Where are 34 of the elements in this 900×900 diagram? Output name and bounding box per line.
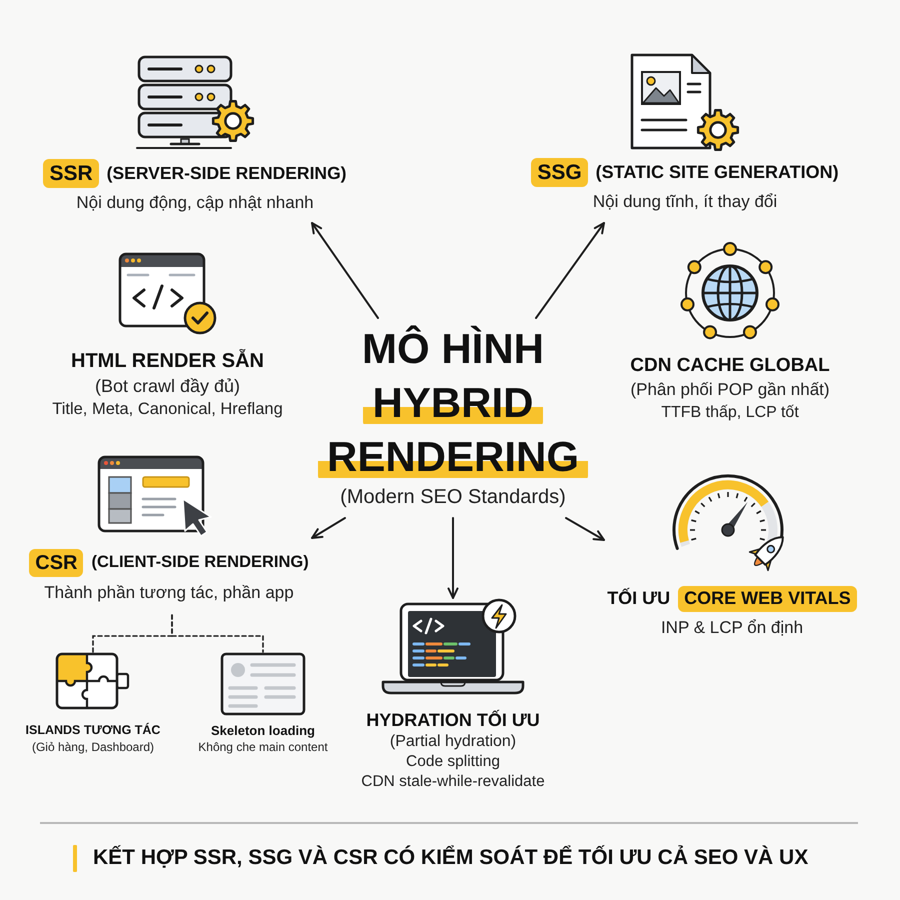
arrow (565, 517, 605, 541)
description-text: (Phân phối POP gần nhất) (630, 379, 830, 401)
description-text: Không che main content (198, 739, 328, 756)
highlight-badge: CORE WEB VITALS (678, 586, 857, 612)
description-text: (Bot crawl đầy đủ) (94, 375, 240, 398)
arrow (535, 222, 605, 319)
heading-text: CDN CACHE GLOBAL (630, 354, 830, 378)
arrow (311, 517, 346, 539)
dashed-connector (171, 614, 264, 653)
caption-text: KẾT HỢP SSR, SSG VÀ CSR CÓ KIỂM SOÁT ĐỂ TỐI ƯU CẢ SEO VÀ UX (93, 844, 808, 871)
description-text: Nội dung động, cập nhật nhanh (76, 192, 314, 214)
description-text: (Partial hydration) (390, 732, 516, 752)
heading-text: (CLIENT-SIDE RENDERING) (91, 553, 309, 573)
arrow (311, 222, 379, 319)
description-text: Title, Meta, Canonical, Hreflang (52, 399, 283, 420)
heading-text: ISLANDS TƯƠNG TÁC (26, 722, 160, 739)
description-text: TTFB thấp, LCP tốt (661, 403, 799, 423)
highlight-badge: CSR (29, 549, 84, 577)
heading-text: (STATIC SITE GENERATION) (596, 162, 839, 184)
description-text: (Giỏ hàng, Dashboard) (32, 739, 154, 756)
subtitle-text: (Modern SEO Standards) (340, 485, 566, 510)
highlight-badge: SSG (531, 158, 588, 188)
arrow (448, 517, 458, 599)
description-text: INP & LCP ổn định (660, 616, 804, 639)
description-text: Code splitting (406, 752, 500, 772)
heading-text: (SERVER-SIDE RENDERING) (106, 163, 347, 184)
description-text: Nội dung tĩnh, ít thay đổi (592, 191, 778, 214)
description-text: CDN stale-while-revalidate (361, 772, 545, 792)
highlight-badge: SSR (43, 159, 99, 188)
heading-text: HTML RENDER SẴN (71, 348, 264, 374)
description-text: Thành phần tương tác, phần app (44, 582, 294, 604)
heading-text: TỐI ƯU (607, 588, 670, 610)
heading-text: HYDRATION TỐI ƯU (366, 708, 540, 732)
heading-text: Skeleton loading (210, 722, 315, 739)
